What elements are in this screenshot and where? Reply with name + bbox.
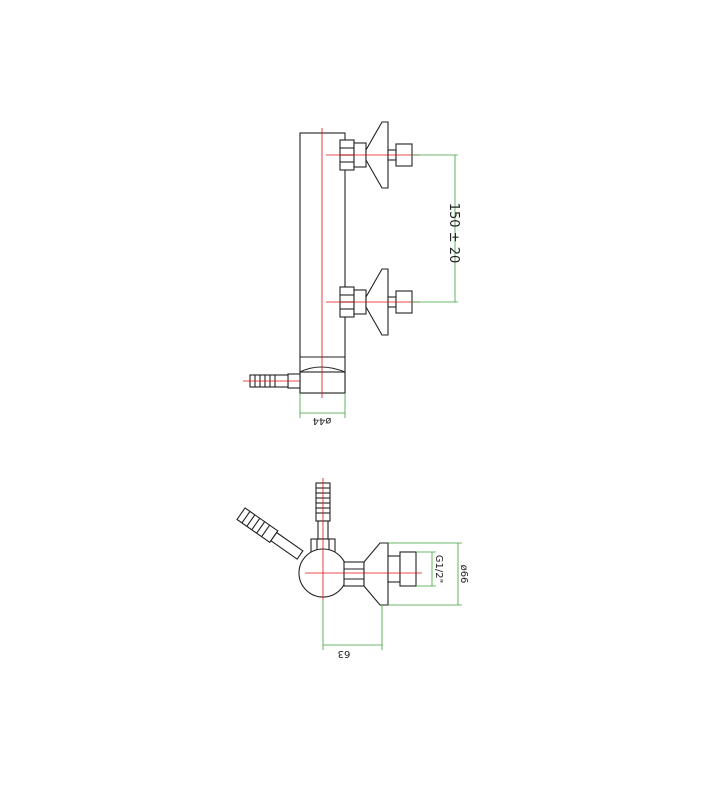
inlet-spacing-label: 150 ± 20 <box>446 203 461 264</box>
angled-hose-ribbed <box>236 507 279 544</box>
side-flange <box>363 542 389 606</box>
front-elevation-view: 150 ± 20 ø44 <box>243 121 461 426</box>
flange-diameter-dimension: ø66 <box>388 542 469 606</box>
angled-hose <box>236 507 304 560</box>
thread-label: G1/2" <box>433 555 444 583</box>
outlet-curve <box>299 366 346 373</box>
angled-hose-sleeve <box>270 531 304 560</box>
body-diameter-dimension: ø44 <box>299 393 346 426</box>
outlet-base <box>299 371 346 394</box>
mixer-body <box>299 132 346 394</box>
projection-label: 63 <box>338 648 351 659</box>
projection-dimension: 63 <box>322 600 383 659</box>
side-elevation-view: G1/2" ø66 63 <box>236 478 469 659</box>
body-diameter-label: ø44 <box>313 415 332 426</box>
side-connector <box>399 551 417 587</box>
thread-dimension: G1/2" <box>416 551 444 587</box>
side-nut <box>343 561 365 587</box>
flange-diameter-label: ø66 <box>458 565 469 584</box>
inlet-spacing-dimension: 150 ± 20 <box>412 154 461 303</box>
side-connector-neck <box>387 555 401 583</box>
